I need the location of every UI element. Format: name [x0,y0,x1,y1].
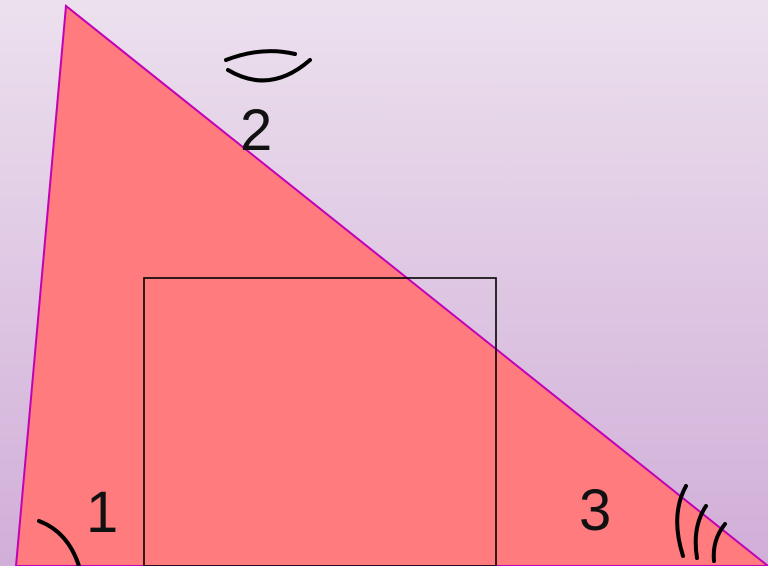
inscribed-square [143,277,497,566]
angle-3-arc-1 [675,484,688,558]
angle-3-label: 3 [579,478,611,543]
angle-1-label: 1 [86,480,118,545]
angle-3-arc-3 [711,522,727,563]
angle-3-arc-2 [693,504,708,560]
angle-2-arc-inner [224,49,297,62]
angle-1-arc [37,519,81,566]
triangle [14,4,768,566]
angle-2-label: 2 [240,98,272,163]
angle-2-arc-outer [226,58,312,83]
